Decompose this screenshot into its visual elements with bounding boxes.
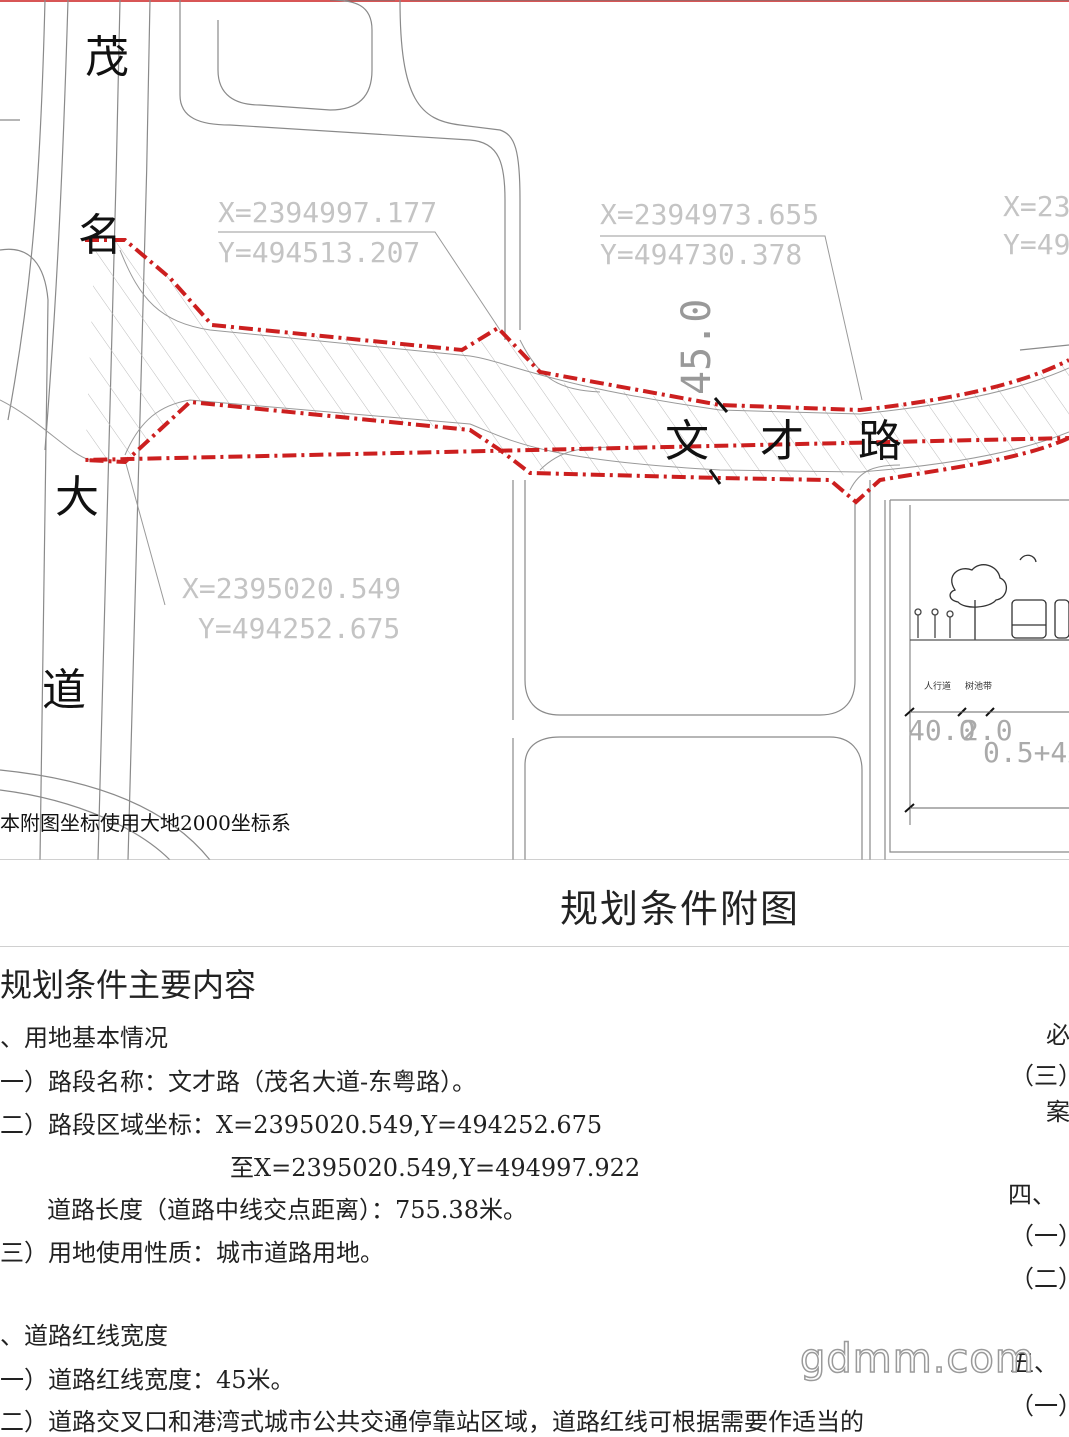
coord-1-x: X=2394997.177 xyxy=(218,196,437,229)
section-2-heading: 、道路红线宽度 xyxy=(0,1322,168,1350)
section-1-heading: 、用地基本情况 xyxy=(0,1024,168,1052)
cross-section-inset: 人行道 树池带 40.0 2.0 0.5+4x3 xyxy=(904,554,1069,813)
block-outlines xyxy=(0,0,1069,860)
section-dim-3: 0.5+4x3 xyxy=(983,736,1069,769)
main-heading: 规划条件主要内容 xyxy=(0,966,257,1004)
right-fragment-4: 四、 xyxy=(1008,1181,1056,1209)
line-coords-start: 二）路段区域坐标：X=2395020.549,Y=494252.675 xyxy=(0,1111,603,1139)
red-line-boundary xyxy=(84,238,1069,505)
line-coords-end: 至X=2395020.549,Y=494997.922 xyxy=(230,1154,641,1182)
right-fragment-6: （二） xyxy=(1010,1265,1069,1293)
coord-4-y: Y=494252.675 xyxy=(198,612,400,645)
wencai-road-area xyxy=(85,242,1069,478)
coord-1-y: Y=494513.207 xyxy=(218,236,420,269)
planning-map: 45.0 茂 名 大 道 文 才 路 X=2394997.177 Y=49451… xyxy=(0,0,1069,860)
line-road-name: 一）路段名称：文才路（茂名大道-东粤路）。 xyxy=(0,1068,477,1096)
width-marker xyxy=(708,397,729,485)
maoming-char-4: 道 xyxy=(42,665,86,716)
right-fragment-1: 必 xyxy=(1046,1021,1069,1049)
figure-title: 规划条件附图 xyxy=(560,887,801,931)
maoming-char-3: 大 xyxy=(55,472,99,523)
width-label: 45.0 xyxy=(674,299,720,395)
coord-3-y: Y=49 xyxy=(1003,228,1069,261)
vehicle-icons xyxy=(1011,599,1069,639)
maoming-char-2: 名 xyxy=(78,210,122,261)
section-dim-2: 2.0 xyxy=(962,714,1013,747)
title-divider xyxy=(0,946,1069,947)
coord-3-x: X=23 xyxy=(1003,190,1069,223)
right-fragment-2: （三） xyxy=(1010,1062,1069,1090)
section-treebed-label: 树池带 xyxy=(965,680,992,692)
coord-2-y: Y=494730.378 xyxy=(600,238,802,271)
coord-4-x: X=2395020.549 xyxy=(182,572,401,605)
right-fragment-5: （一） xyxy=(1010,1222,1069,1250)
line-red-width: 一）道路红线宽度：45米。 xyxy=(0,1366,295,1394)
coord-system-note: 本附图坐标使用大地2000坐标系 xyxy=(0,811,291,835)
right-fragment-3: 案 xyxy=(1046,1098,1069,1126)
tree-icon xyxy=(949,554,1037,640)
section-sidewalk-label: 人行道 xyxy=(924,680,951,692)
leader-lines xyxy=(0,231,863,606)
coord-2-x: X=2394973.655 xyxy=(600,198,819,231)
line-land-use: 三）用地使用性质：城市道路用地。 xyxy=(0,1239,384,1267)
section-dim-1: 40.0 xyxy=(908,714,975,747)
right-fragment-8: （一） xyxy=(1010,1392,1069,1420)
watermark: gdmm.com xyxy=(799,1335,1035,1383)
wencai-char-2: 才 xyxy=(760,416,804,467)
maoming-char-1: 茂 xyxy=(85,32,129,83)
wencai-char-1: 文 xyxy=(665,416,709,467)
line-intersection: 二）道路交叉口和港湾式城市公共交通停靠站区域，道路红线可根据需要作适当的 xyxy=(0,1408,864,1436)
pedestrian-icons xyxy=(914,608,954,638)
right-fragment-7: 五、 xyxy=(1010,1349,1058,1377)
wencai-char-3: 路 xyxy=(858,416,902,467)
line-road-length: 道路长度（道路中线交点距离）：755.38米。 xyxy=(47,1196,527,1224)
